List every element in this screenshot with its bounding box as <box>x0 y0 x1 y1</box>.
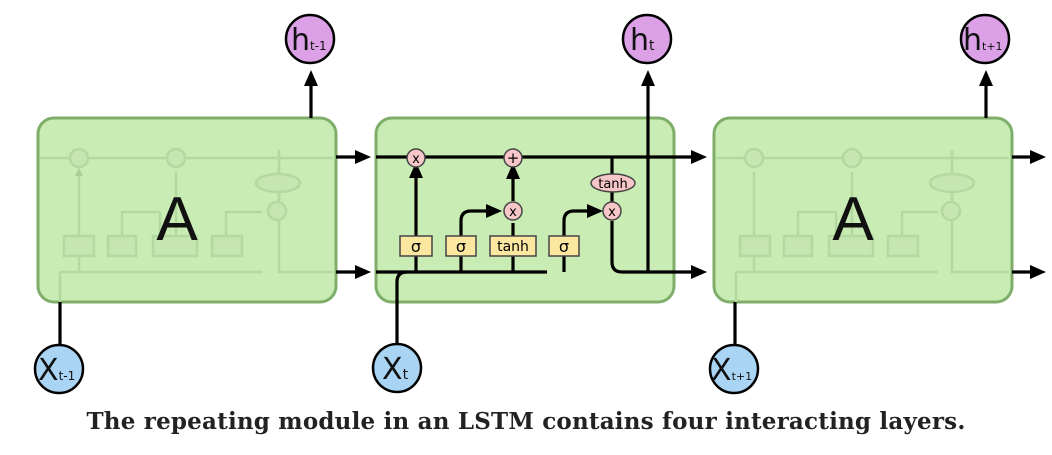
forget-gate-label: σ <box>411 237 421 256</box>
figure-caption: The repeating module in an LSTM contains… <box>86 408 966 435</box>
input-node-current: Xt <box>371 342 423 394</box>
hidden-node-current-letter: ht <box>630 23 655 58</box>
cell-add-symbol: + <box>507 149 520 167</box>
input-gate-layer <box>445 235 477 257</box>
hidden-node-previous: ht-1 <box>284 13 336 65</box>
output-gate-out <box>562 204 603 237</box>
input-node-previous: Xt-1 <box>33 343 85 395</box>
forget-gate-layer <box>399 235 433 257</box>
module-previous-ghost-internals <box>40 147 333 302</box>
hidden-node-next: ht+1 <box>959 13 1011 65</box>
input-multiply-symbol: x <box>509 205 517 220</box>
cell-add-op <box>503 148 523 168</box>
pointwise-ops: x + x tanh x <box>406 148 636 221</box>
forget-multiply-symbol: x <box>412 152 420 167</box>
module-next-label: A <box>832 185 874 254</box>
input-node-current-letter: Xt <box>382 352 409 387</box>
module-next: A <box>712 116 1014 304</box>
hidden-nodes: ht-1 ht ht+1 <box>284 13 1011 65</box>
input-node-next: Xt+1 <box>708 343 760 395</box>
hidden-node-current: ht <box>621 13 673 65</box>
output-gate-label: σ <box>559 237 569 256</box>
hidden-node-previous-letter: ht-1 <box>291 23 327 58</box>
module-current <box>374 116 676 304</box>
output-gate-layer <box>548 235 580 257</box>
module-previous: A <box>36 116 338 304</box>
input-gate-label: σ <box>456 237 466 256</box>
candidate-label: tanh <box>497 239 529 255</box>
input-nodes: Xt-1 Xt Xt+1 <box>33 342 760 395</box>
output-multiply-symbol: x <box>608 205 616 220</box>
input-multiply-op <box>503 201 523 221</box>
input-node-next-letter: Xt+1 <box>711 353 752 388</box>
candidate-layer <box>489 235 537 257</box>
input-gate-out <box>459 204 502 237</box>
module-previous-label: A <box>156 185 198 254</box>
module-next-ghost-internals <box>716 147 1009 302</box>
connections <box>58 70 1046 344</box>
output-tanh-op <box>590 173 636 193</box>
input-line <box>395 270 408 343</box>
hidden-node-next-letter: ht+1 <box>963 23 1003 58</box>
module-current-box <box>374 116 676 304</box>
input-node-previous-letter: Xt-1 <box>38 353 75 388</box>
neural-layers: σ σ tanh σ <box>399 235 580 257</box>
output-multiply-op <box>602 201 622 221</box>
forget-multiply-op <box>406 148 426 168</box>
output-tanh-symbol: tanh <box>598 177 628 192</box>
output-mult-down <box>610 221 707 279</box>
